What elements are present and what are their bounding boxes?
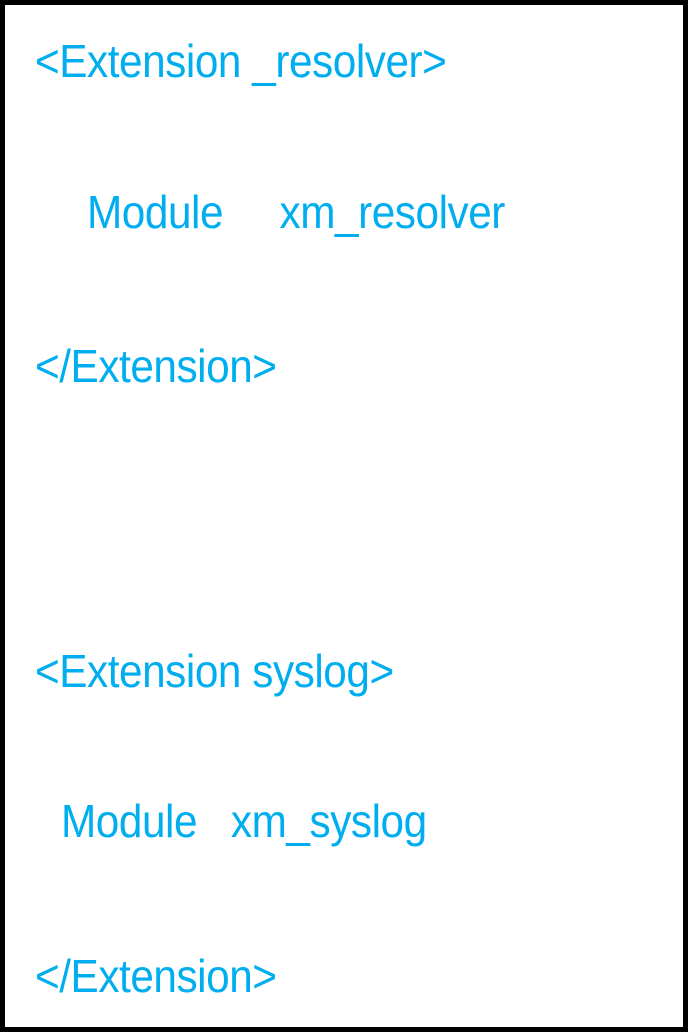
syslog-extension-open-tag: <Extension syslog>: [35, 645, 394, 697]
syslog-extension-module-directive: Module xm_syslog: [61, 795, 427, 847]
syslog-extension-close-tag: </Extension>: [35, 950, 277, 1002]
resolver-extension-module-directive: Module xm_resolver: [87, 186, 505, 238]
resolver-extension-open-tag: <Extension _resolver>: [35, 35, 447, 87]
config-code-block: <Extension _resolver> Module xm_resolver…: [5, 5, 683, 1027]
resolver-extension-close-tag: </Extension>: [35, 340, 277, 392]
